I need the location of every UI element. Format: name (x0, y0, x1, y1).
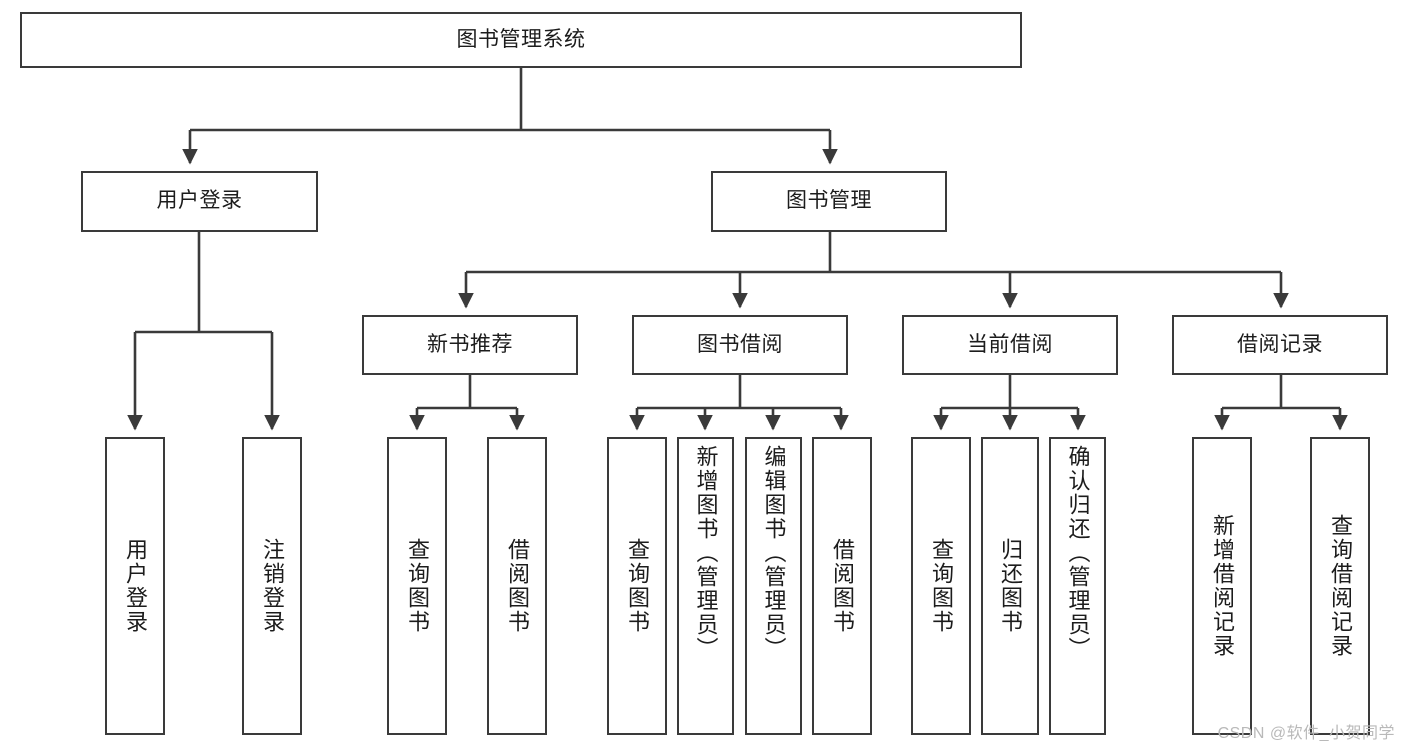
leaf-current-query-book[interactable]: 查询图书 (911, 437, 971, 735)
leaf-borrow-borrow-book[interactable]: 借阅图书 (812, 437, 872, 735)
leaf-borrow-query-book[interactable]: 查询图书 (607, 437, 667, 735)
leaf-user-login-login[interactable]: 用户登录 (105, 437, 165, 735)
leaf-record-add-record[interactable]: 新增借阅记录 (1192, 437, 1252, 735)
node-label: 注销登录 (260, 538, 285, 634)
leaf-borrow-add-book-admin[interactable]: 新增图书（管理员） (677, 437, 734, 735)
leaf-current-return-book[interactable]: 归还图书 (981, 437, 1039, 735)
node-label: 借阅图书 (505, 538, 530, 634)
node-borrow-record[interactable]: 借阅记录 (1172, 315, 1388, 375)
node-book-borrow[interactable]: 图书借阅 (632, 315, 848, 375)
node-new-book-recommend[interactable]: 新书推荐 (362, 315, 578, 375)
csdn-watermark: CSDN @软件_小贺同学 (1217, 725, 1395, 742)
leaf-recommend-query-book[interactable]: 查询图书 (387, 437, 447, 735)
leaf-record-query-record[interactable]: 查询借阅记录 (1310, 437, 1370, 735)
node-label: 借阅图书 (830, 538, 855, 634)
node-label: 图书借阅 (697, 332, 783, 356)
node-book-management[interactable]: 图书管理 (711, 171, 947, 232)
node-label: 确认归还（管理员） (1065, 445, 1091, 661)
node-label: 新增图书（管理员） (693, 445, 719, 661)
node-label: 查询借阅记录 (1328, 514, 1353, 658)
node-label: 借阅记录 (1237, 332, 1323, 356)
node-label: 用户登录 (123, 538, 148, 634)
leaf-borrow-edit-book-admin[interactable]: 编辑图书（管理员） (745, 437, 802, 735)
node-label: 查询图书 (625, 538, 650, 634)
node-label: 归还图书 (998, 538, 1023, 634)
node-label: 新书推荐 (427, 332, 513, 356)
node-label: 图书管理系统 (456, 27, 586, 51)
leaf-current-confirm-return-admin[interactable]: 确认归还（管理员） (1049, 437, 1106, 735)
node-user-login[interactable]: 用户登录 (81, 171, 318, 232)
node-label: 用户登录 (156, 189, 243, 213)
node-label: 查询图书 (929, 538, 954, 634)
node-label: 查询图书 (405, 538, 430, 634)
node-root-system[interactable]: 图书管理系统 (20, 12, 1022, 68)
node-label: 图书管理 (786, 189, 872, 213)
leaf-user-login-logout[interactable]: 注销登录 (242, 437, 302, 735)
node-current-borrow[interactable]: 当前借阅 (902, 315, 1118, 375)
node-label: 编辑图书（管理员） (761, 445, 787, 661)
node-label: 当前借阅 (967, 332, 1053, 356)
leaf-recommend-borrow-book[interactable]: 借阅图书 (487, 437, 547, 735)
node-label: 新增借阅记录 (1210, 514, 1235, 658)
